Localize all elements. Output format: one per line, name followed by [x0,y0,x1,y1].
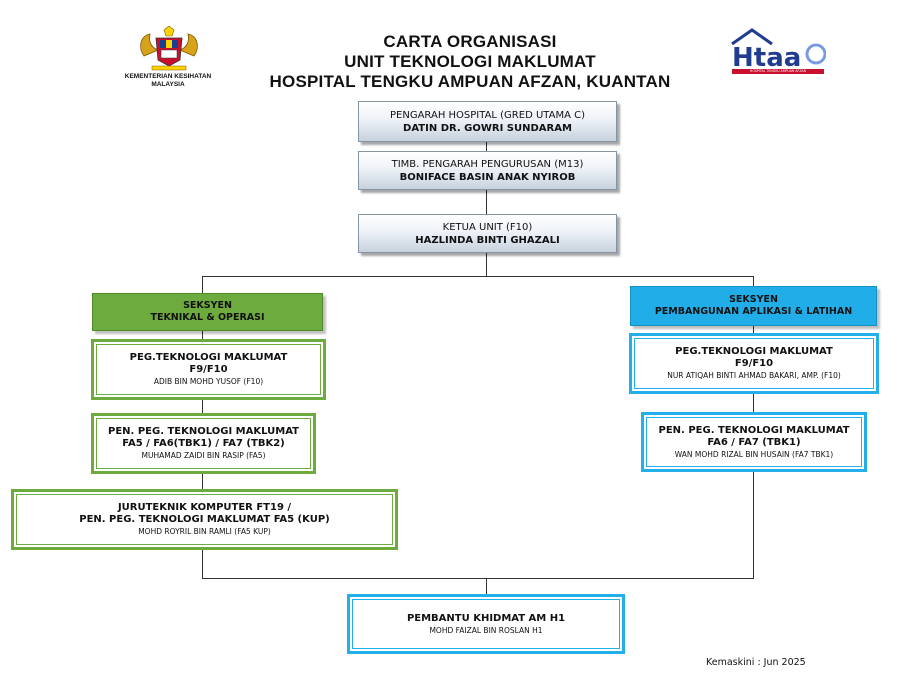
htaa-logo: Htaa HOSPITAL TENGKU AMPUAN AFZAN [730,26,827,76]
position-box-general-assistant: PEMBANTU KHIDMAT AM H1 MOHD FAIZAL BIN R… [347,594,625,654]
connector-director-deputy [486,141,487,151]
left-section-line2: TEKNIKAL & OPERASI [150,312,265,323]
position-holder-name: MOHD FAIZAL BIN ROSLAN H1 [429,625,543,635]
director-name: DATIN DR. GOWRI SUNDARAM [403,122,572,134]
position-grade: F9/F10 [189,364,228,375]
right-section-line2: PEMBANGUNAN APLIKASI & LATIHAN [654,306,853,317]
connector-head-branch [486,252,487,276]
head-name: HAZLINDA BINTI GHAZALI [415,234,560,246]
deputy-box: TIMB. PENGARAH PENGURUSAN (M13) BONIFACE… [358,151,617,190]
position-box: PEN. PEG. TEKNOLOGI MAKLUMAT FA5 / FA6(T… [91,413,316,474]
position-box: PEG.TEKNOLOGI MAKLUMAT F9/F10 NUR ATIQAH… [629,333,879,394]
deputy-role: TIMB. PENGARAH PENGURUSAN (M13) [391,158,584,170]
connector-deputy-head [486,189,487,214]
section-header-application-development-training: SEKSYEN PEMBANGUNAN APLIKASI & LATIHAN [630,286,877,326]
title-line3: HOSPITAL TENGKU AMPUAN AFZAN, KUANTAN [269,72,671,91]
position-box: PEG.TEKNOLOGI MAKLUMAT F9/F10 ADIB BIN M… [91,339,326,400]
position-box: JURUTEKNIK KOMPUTER FT19 / PEN. PEG. TEK… [11,489,398,550]
logo-wordmark: Htaa [732,43,801,73]
position-title: PEN. PEG. TEKNOLOGI MAKLUMAT [108,426,299,437]
page-title: CARTA ORGANISASI UNIT TEKNOLOGI MAKLUMAT… [200,32,740,92]
connector-bottom-horizontal [202,578,754,579]
ministry-caption: KEMENTERIAN KESIHATAN MALAYSIA [108,73,228,89]
ministry-line2: MALAYSIA [151,81,185,88]
malaysia-coat-of-arms-icon [134,25,204,72]
position-grade: FA5 / FA6(TBK1) / FA7 (TBK2) [122,438,285,449]
position-title: JURUTEKNIK KOMPUTER FT19 / [117,502,292,513]
position-grade: F9/F10 [734,358,774,369]
head-box: KETUA UNIT (F10) HAZLINDA BINTI GHAZALI [358,214,617,253]
title-line2: UNIT TEKNOLOGI MAKLUMAT [344,52,596,71]
position-title: PEG.TEKNOLOGI MAKLUMAT [675,346,833,357]
position-holder-name: WAN MOHD RIZAL BIN HUSAIN (FA7 TBK1) [674,449,834,459]
position-title: PEG.TEKNOLOGI MAKLUMAT [129,352,288,363]
director-role: PENGARAH HOSPITAL (GRED UTAMA C) [390,109,585,121]
right-section-line1: SEKSYEN [729,294,778,305]
position-title: PEMBANTU KHIDMAT AM H1 [406,612,566,624]
position-grade: PEN. PEG. TEKNOLOGI MAKLUMAT FA5 (KUP) [79,514,330,525]
connector-top-horizontal [202,276,754,277]
section-header-technical-operations: SEKSYEN TEKNIKAL & OPERASI [92,293,323,331]
position-holder-name: ADIB BIN MOHD YUSOF (F10) [153,377,264,386]
position-grade: FA6 / FA7 (TBK1) [707,436,801,448]
title-line1: CARTA ORGANISASI [383,32,557,51]
connector-bottom-drop [486,578,487,594]
position-holder-name: MUHAMAD ZAIDI BIN RASIP (FA5) [141,451,266,460]
position-title: PEN. PEG. TEKNOLOGI MAKLUMAT [658,424,850,436]
last-updated-label: Kemaskini : Jun 2025 [706,657,806,668]
head-role: KETUA UNIT (F10) [442,221,533,233]
position-holder-name: MOHD ROYRIL BIN RAMLI (FA5 KUP) [138,527,271,536]
ministry-line1: KEMENTERIAN KESIHATAN [124,73,212,80]
director-box: PENGARAH HOSPITAL (GRED UTAMA C) DATIN D… [358,101,617,142]
position-holder-name: NUR ATIQAH BINTI AHMAD BAKARI, AMP. (F10… [667,371,841,380]
deputy-name: BONIFACE BASIN ANAK NYIROB [399,171,576,183]
position-box: PEN. PEG. TEKNOLOGI MAKLUMAT FA6 / FA7 (… [641,412,867,472]
left-section-line1: SEKSYEN [183,300,232,311]
logo-caption: HOSPITAL TENGKU AMPUAN AFZAN [749,69,807,73]
